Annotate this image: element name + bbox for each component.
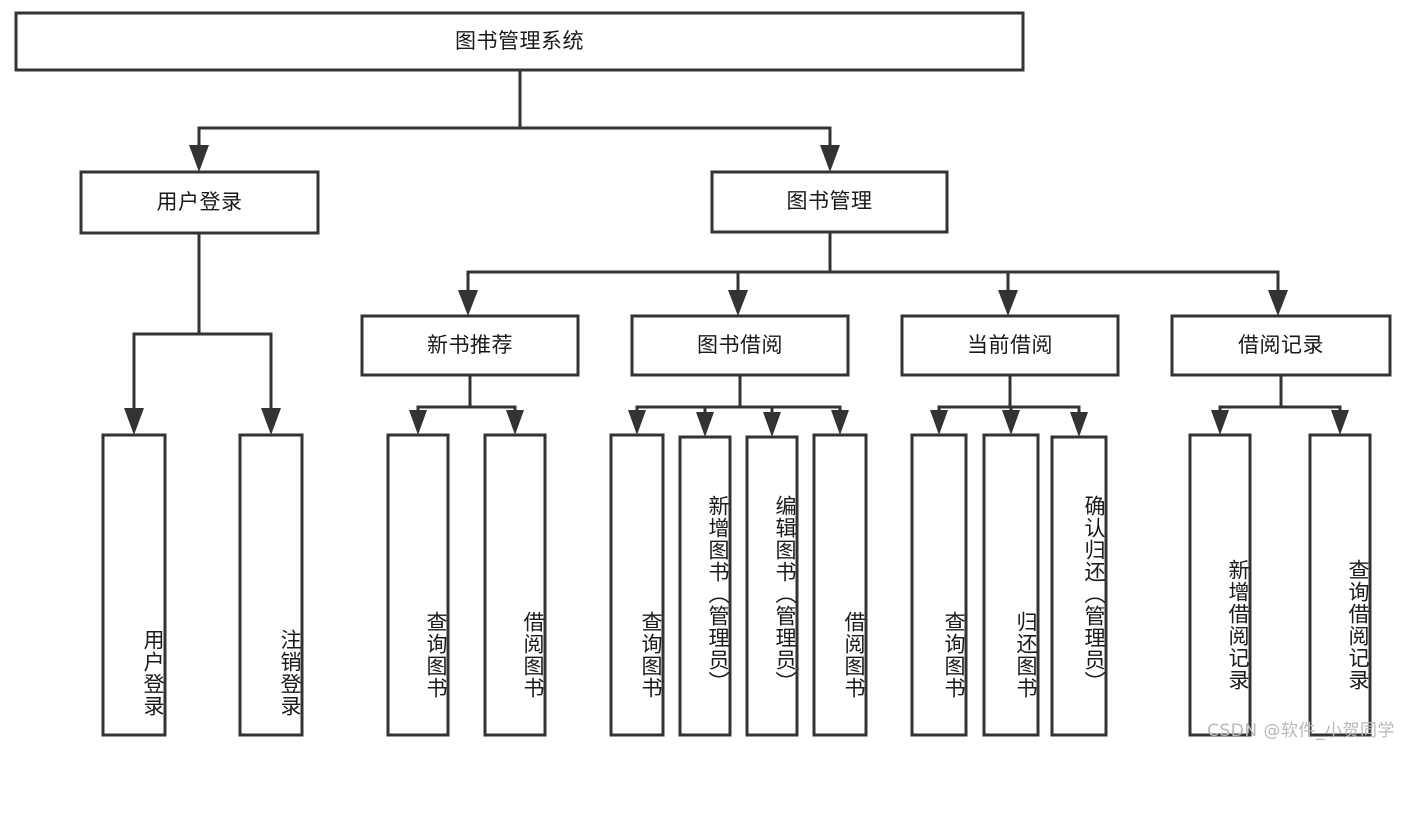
node-box-leaf-query-book-3[interactable] bbox=[910, 433, 968, 737]
arrow-head-leaf-add-record bbox=[1211, 410, 1229, 435]
node-box-leaf-return-book[interactable] bbox=[982, 433, 1040, 737]
arrow-head-leaf-borrow-book-1 bbox=[506, 410, 524, 435]
arrow-head-leaf-add-book bbox=[696, 412, 714, 437]
arrow-head-book-borrow bbox=[728, 290, 748, 316]
node-box-borrow-record[interactable] bbox=[1170, 314, 1392, 377]
arrow-head-leaf-borrow-book-2 bbox=[831, 410, 849, 435]
node-box-leaf-user-login[interactable] bbox=[101, 433, 167, 737]
arrow-head-borrow-record bbox=[1268, 290, 1288, 316]
node-box-current-borrow[interactable] bbox=[900, 314, 1120, 377]
arrow-head-leaf-confirm-return bbox=[1070, 412, 1088, 437]
arrow-head-leaf-edit-book bbox=[763, 412, 781, 437]
node-box-leaf-add-record[interactable] bbox=[1188, 433, 1252, 737]
arrow-head-current-borrow bbox=[998, 290, 1018, 316]
node-box-leaf-query-book-1[interactable] bbox=[386, 433, 450, 737]
node-box-leaf-add-book[interactable] bbox=[678, 435, 732, 737]
arrow-head-new-book-rec bbox=[458, 290, 478, 316]
arrow-head-book-manage bbox=[820, 145, 840, 172]
node-box-book-borrow[interactable] bbox=[630, 314, 850, 377]
arrow-head-leaf-query-book-1 bbox=[409, 410, 427, 435]
arrow-head-leaf-return-book bbox=[1002, 410, 1020, 435]
flowchart-canvas: 图书管理系统 用户登录 图书管理 新书推荐 图书借阅 当前借阅 借阅记录 用户登… bbox=[14, 11, 1395, 741]
csdn-watermark: CSDN @软件_小贺同学 bbox=[1207, 721, 1395, 741]
node-box-leaf-confirm-return[interactable] bbox=[1050, 435, 1108, 737]
node-box-book-manage[interactable] bbox=[710, 170, 949, 234]
node-box-new-book-rec[interactable] bbox=[360, 314, 580, 377]
arrow-head-leaf-query-record bbox=[1331, 410, 1349, 435]
node-box-root[interactable] bbox=[14, 11, 1025, 72]
node-box-leaf-logout[interactable] bbox=[238, 433, 304, 737]
arrow-head-leaf-query-book-3 bbox=[930, 410, 948, 435]
node-box-leaf-query-record[interactable] bbox=[1308, 433, 1372, 737]
arrow-head-leaf-logout bbox=[261, 408, 281, 435]
node-box-leaf-edit-book[interactable] bbox=[745, 435, 799, 737]
flowchart-svg bbox=[14, 11, 1392, 737]
arrow-head-user-login bbox=[189, 145, 209, 172]
node-box-leaf-query-book-2[interactable] bbox=[609, 433, 665, 737]
node-box-user-login[interactable] bbox=[79, 170, 320, 235]
node-box-leaf-borrow-book-1[interactable] bbox=[483, 433, 547, 737]
arrow-head-leaf-query-book-2 bbox=[628, 410, 646, 435]
arrow-head-leaf-user-login bbox=[124, 408, 144, 435]
node-box-leaf-borrow-book-2[interactable] bbox=[812, 433, 868, 737]
